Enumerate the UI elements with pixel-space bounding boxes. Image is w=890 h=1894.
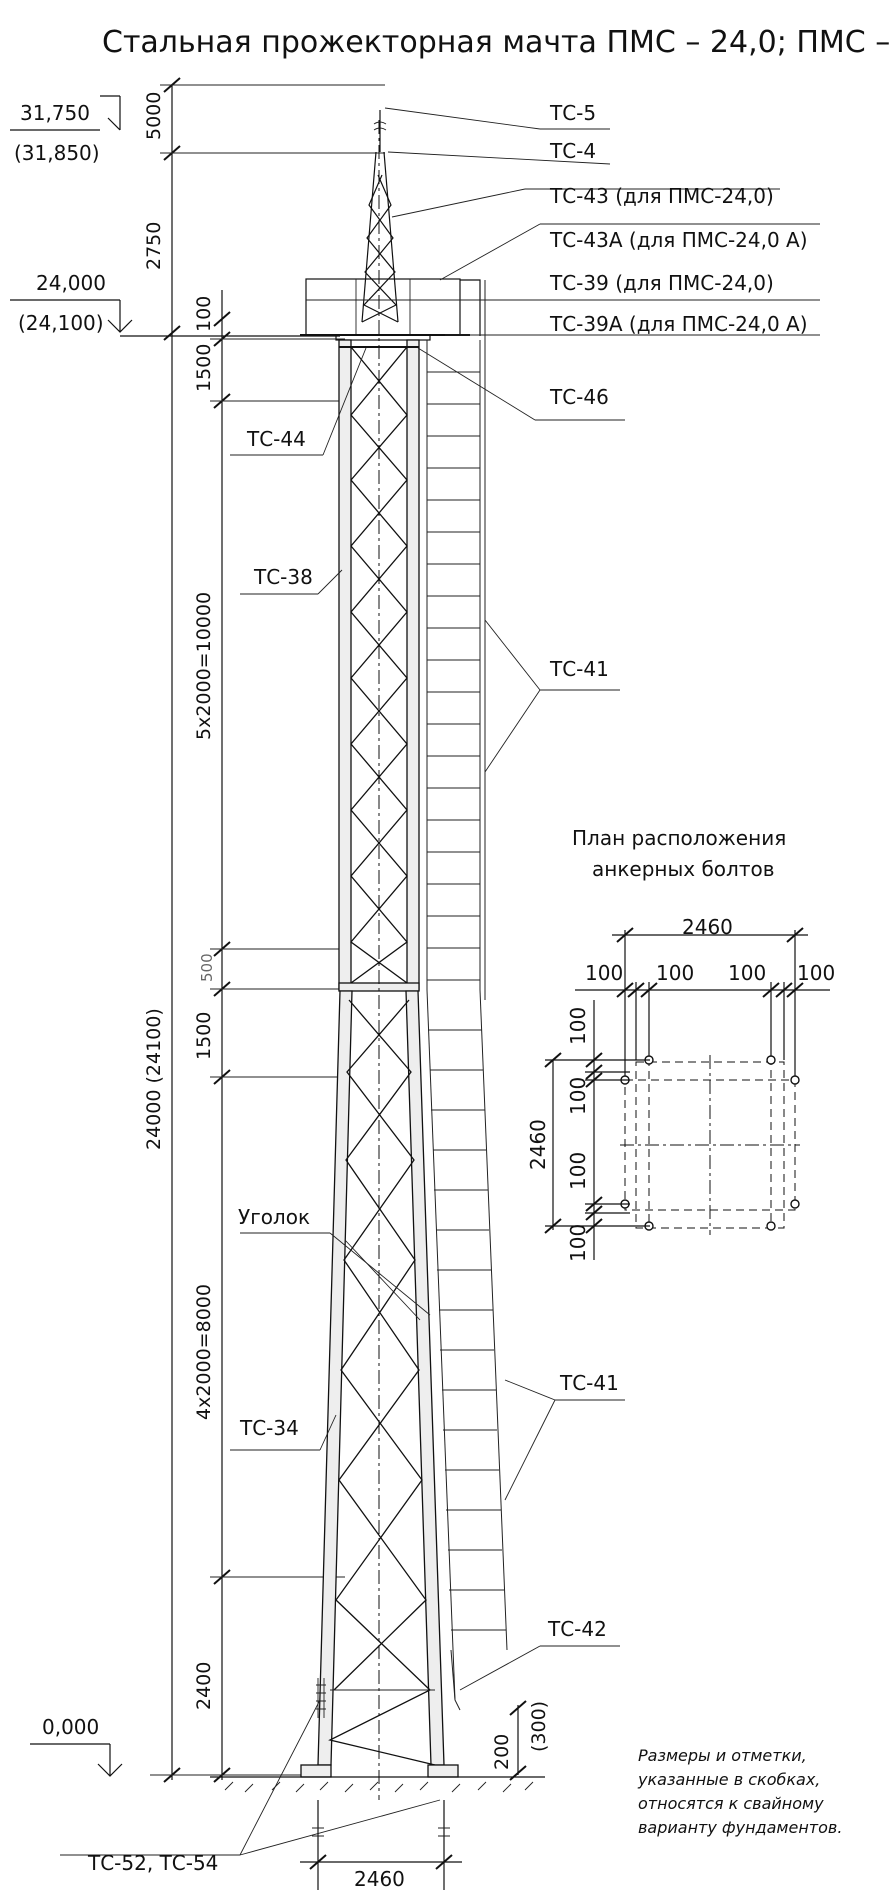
plan-overall-width: 2460 [682, 915, 733, 939]
anchor-bolt [766, 1055, 776, 1065]
elevation-platform-alt-value: (24,100) [18, 311, 104, 335]
base-width-dim: 2460 [354, 1867, 405, 1891]
plan-top-dim-3: 100 [728, 961, 766, 985]
dim-1500-mid: 1500 [193, 1012, 215, 1060]
label-tc38: ТС-38 [253, 565, 313, 589]
dim-upper-panels: 5х2000=10000 [193, 592, 215, 740]
label-tc44: ТС-44 [246, 427, 306, 451]
plan-title-line2: анкерных болтов [592, 857, 775, 881]
label-tc46: ТС-46 [549, 385, 609, 409]
label-tc34: ТС-34 [239, 1416, 299, 1440]
note-line-4: варианту фундаментов. [638, 1818, 842, 1837]
note-line-3: относятся к свайному [638, 1794, 824, 1813]
note-line-2: указанные в скобках, [637, 1770, 820, 1789]
label-tc39: ТС-39 (для ПМС-24,0) [549, 271, 774, 295]
left-dimension-chain: 5000 2750 100 1500 5х2000=10000 500 1500… [143, 77, 385, 1783]
label-ugolok: Уголок [238, 1205, 310, 1229]
label-tc43: ТС-43 (для ПМС-24,0) [549, 184, 774, 208]
dim-2750: 2750 [143, 222, 165, 270]
label-tc52-tc54: ТС-52, ТС-54 [87, 1851, 218, 1875]
dim-200: 200 [491, 1734, 513, 1770]
dim-300: (300) [528, 1701, 550, 1752]
label-tc4: ТС-4 [549, 139, 596, 163]
base-dimensions: 2460 200 (300) [300, 1700, 550, 1891]
anchor-bolt [790, 1075, 800, 1085]
anchor-bolt [766, 1221, 776, 1231]
elevation-platform-value: 24,000 [36, 271, 106, 295]
elevation-platform: 24,000 (24,100) [10, 271, 340, 337]
plan-top-dim-1: 100 [585, 961, 623, 985]
label-tc41-bottom: ТС-41 [559, 1371, 619, 1395]
footnote: Размеры и отметки, указанные в скобках, … [637, 1746, 842, 1837]
component-labels: ТС-5 ТС-4 ТС-43 (для ПМС-24,0) ТС-43А (д… [60, 101, 820, 1875]
plan-top-dim-2: 100 [656, 961, 694, 985]
label-tc43a: ТС-43А (для ПМС-24,0 А) [549, 228, 808, 252]
dim-500: 500 [198, 953, 216, 982]
label-tc42: ТС-42 [547, 1617, 607, 1641]
dim-2400: 2400 [193, 1662, 215, 1710]
dim-100: 100 [193, 296, 215, 332]
dim-1500-top: 1500 [193, 344, 215, 392]
dim-5000: 5000 [143, 92, 165, 140]
label-tc41-top: ТС-41 [549, 657, 609, 681]
plan-left-dim-3: 100 [566, 1152, 590, 1190]
plan-top-dim-4: 100 [797, 961, 835, 985]
elevation-top-alt-value: (31,850) [14, 141, 100, 165]
elevation-ground-value: 0,000 [42, 1715, 99, 1739]
plan-left-dim-2: 100 [566, 1077, 590, 1115]
dim-overall-height: 24000 (24100) [143, 1008, 165, 1150]
anchor-bolt-plan: План расположения анкерных болтов 2460 1… [526, 826, 835, 1262]
label-tc39a: ТС-39А (для ПМС-24,0 А) [549, 312, 808, 336]
plan-left-dim-1: 100 [566, 1007, 590, 1045]
plan-left-overall: 2460 [526, 1119, 550, 1170]
elevation-ground: 0,000 [30, 1715, 123, 1777]
dim-lower-panels: 4х2000=8000 [193, 1284, 215, 1420]
note-line-1: Размеры и отметки, [638, 1746, 807, 1765]
plan-title-line1: План расположения [572, 826, 786, 850]
elevation-top-value: 31,750 [20, 101, 90, 125]
anchor-bolt [790, 1199, 800, 1209]
mast-elevation [210, 110, 545, 1800]
label-tc5: ТС-5 [549, 101, 596, 125]
drawing-title: Стальная прожекторная мачта ПМС – 24,0; … [102, 25, 890, 60]
elevation-top: 31,750 (31,850) [10, 95, 121, 165]
plan-left-dim-4: 100 [566, 1224, 590, 1262]
ladder [426, 280, 508, 1711]
